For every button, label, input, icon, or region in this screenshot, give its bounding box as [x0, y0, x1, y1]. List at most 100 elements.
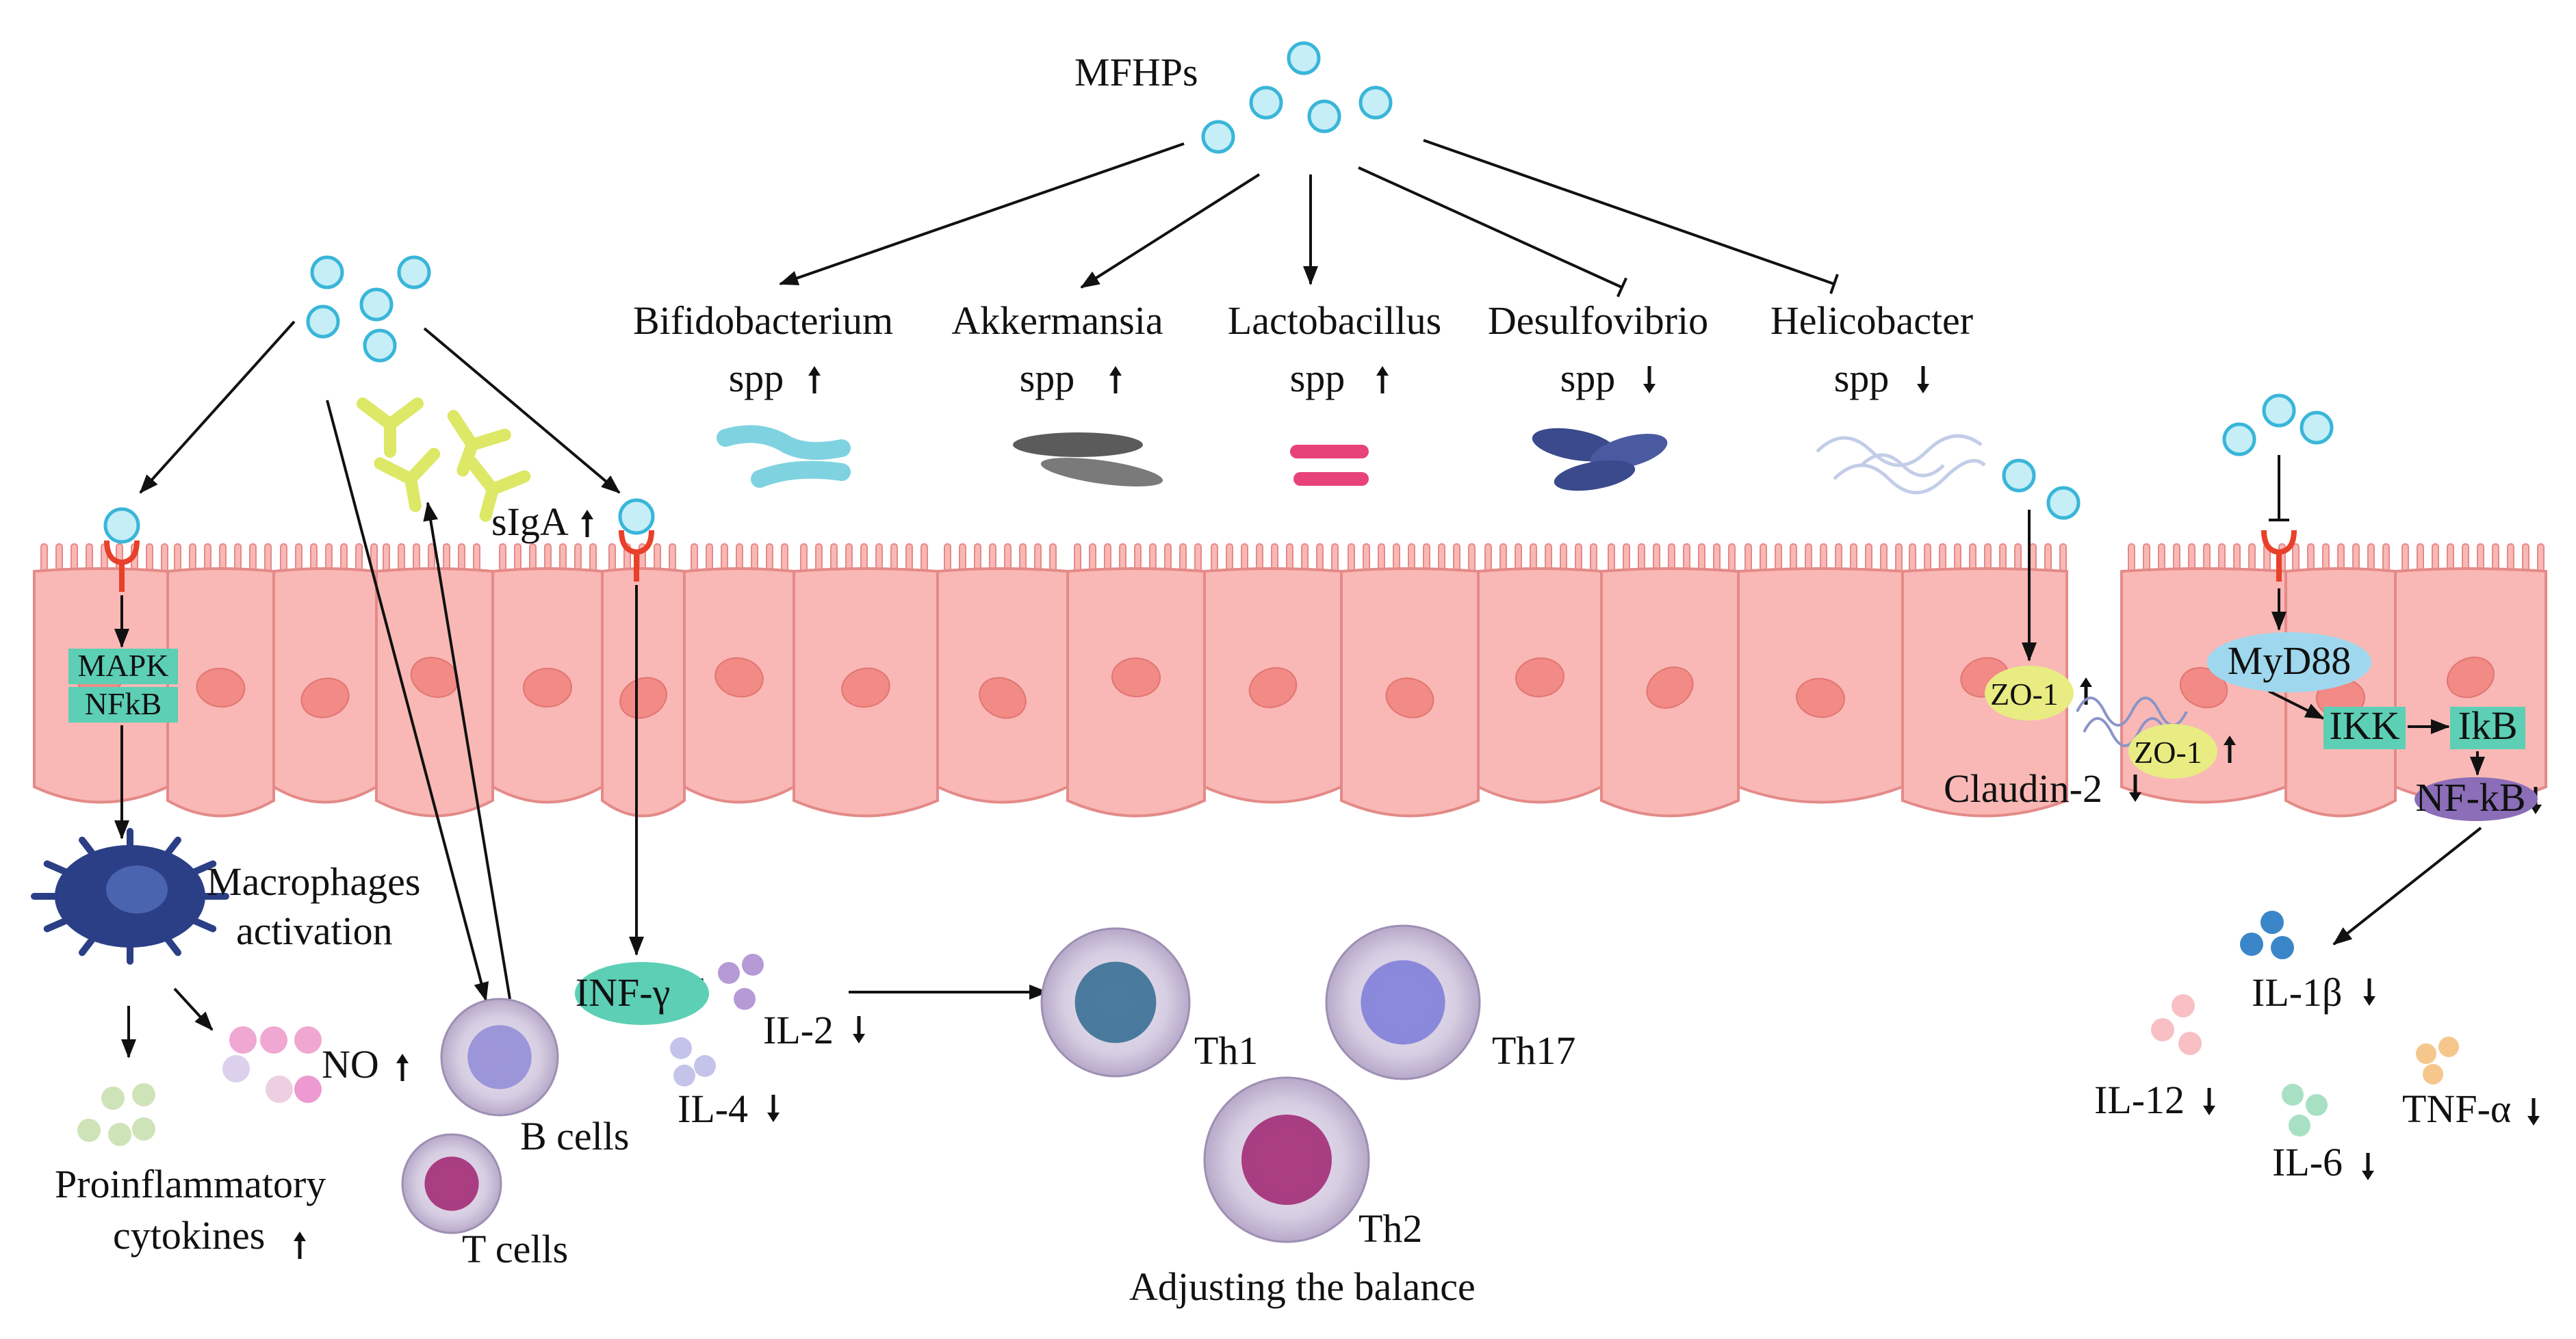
down-arrow-head [853, 1034, 865, 1043]
epithelial-cell [1203, 543, 1343, 804]
bacterium-rod [1013, 432, 1143, 457]
siga-antibody-icon [447, 410, 511, 477]
il2-molecule-icon [742, 954, 764, 976]
nucleus [1111, 657, 1161, 698]
nucleus [523, 667, 572, 708]
th2-label: Th2 [1358, 1206, 1422, 1251]
mfhp-particle [1287, 41, 1321, 75]
il2-molecule-icon [718, 962, 740, 984]
inhibit-helicobacter [1423, 139, 1839, 294]
receptor-icon-right [2261, 530, 2297, 582]
up-arrow-head [396, 1054, 409, 1063]
mfhp-particle [2222, 422, 2256, 456]
up-arrow-head [294, 1232, 306, 1241]
il6-molecule-icon [2289, 1115, 2310, 1136]
epithelial-cell [1901, 543, 2068, 818]
bacteria-name-helicobacter: Helicobacter [1770, 298, 1973, 343]
bacterium-spiral [1816, 434, 1983, 467]
il1b-label: IL-1β [2252, 970, 2343, 1015]
th2-cell-icon [1203, 1076, 1370, 1243]
spp-label-helicobacter: spp [1834, 356, 1890, 400]
myd88-label: MyD88 [2228, 638, 2351, 683]
antibody-shape [465, 456, 531, 522]
il2-label: IL-2 [763, 1008, 834, 1052]
b-cells-label: B cells [520, 1114, 629, 1158]
cytokine-molecule-icon [132, 1083, 155, 1106]
epithelial-cell [1737, 543, 1904, 804]
tight-junction-icon [2076, 697, 2188, 747]
mfhp-particle [1201, 120, 1235, 154]
ikk-box [2323, 707, 2406, 749]
tnfa-molecule-icon [2438, 1037, 2459, 1057]
epithelial-cell [1477, 543, 1603, 804]
cell-nucleus [424, 1156, 479, 1211]
arrow-to-no [173, 987, 214, 1031]
arrow-to-akkermansia [1080, 173, 1261, 289]
bacterium-spiral [1860, 453, 1945, 478]
bacterium-rod [751, 460, 851, 488]
cell-nucleus [1074, 961, 1157, 1043]
epithelium-layer [33, 543, 2547, 818]
bacterium-rod [717, 425, 851, 460]
macrophage-icon [31, 828, 229, 965]
il1b-down-arrow-icon [2363, 978, 2375, 1006]
down-arrow-head [2363, 996, 2375, 1006]
cell-nucleus [467, 1025, 532, 1089]
down-arrow-head [2362, 1171, 2374, 1180]
nucleus [714, 657, 764, 698]
down-arrow-head [1643, 384, 1656, 393]
helicobacter-icon [1816, 434, 1986, 495]
bacterium-rod [1293, 472, 1369, 486]
cell-nucleus [1241, 1115, 1332, 1205]
bacteria-name-akkermansia: Akkermansia [951, 298, 1163, 343]
il12-down-arrow-icon [2203, 1088, 2215, 1115]
mfhp-particle [306, 304, 340, 339]
down-arrow-icon [1643, 366, 1656, 393]
ikk-label: IKK [2329, 703, 2399, 748]
antibody-shape [374, 447, 441, 512]
up-arrow-head [1376, 366, 1389, 376]
pseudopod [79, 931, 99, 957]
nfkb-box [68, 687, 178, 723]
arrow-to-bifidobacterium [779, 142, 1185, 285]
myd88-ellipse [2207, 632, 2371, 692]
bacteria-name-desulfovibrio: Desulfovibrio [1488, 298, 1708, 343]
lactobacillus-icon [1290, 445, 1369, 486]
mfhp-particle [2002, 458, 2036, 493]
t-cells-label: T cells [462, 1227, 568, 1271]
nucleus [1515, 657, 1564, 698]
cell-nucleus [1361, 960, 1445, 1045]
epithelial-cell [375, 543, 494, 818]
up-arrow-icon [1376, 366, 1389, 393]
siga-label: sIgA [491, 499, 569, 544]
siga-antibody-icon [374, 447, 441, 512]
claudin-label: Claudin-2 [1944, 766, 2102, 811]
mfhp-particle [397, 255, 431, 289]
epithelial-cell [601, 543, 686, 818]
tnfa-molecule-icon [2416, 1043, 2436, 1064]
mfhps-title: MFHPs [1074, 50, 1198, 94]
il1b-molecule-icon [2240, 933, 2263, 956]
arrow-myd88-to-ikk [2268, 690, 2325, 720]
il12-molecule-icon [2178, 1032, 2202, 1055]
nfkb-label-right: NF-kB [2415, 775, 2525, 820]
junction-strand [2083, 717, 2167, 747]
th17-cell-icon [1325, 924, 1481, 1080]
mfhp-particle [2046, 486, 2081, 520]
epithelial-cell [1066, 543, 1206, 818]
nucleus [2447, 656, 2495, 699]
il12-molecule-icon [2172, 994, 2195, 1017]
cytokine-molecule-icon [101, 1087, 125, 1110]
b-cell-icon [440, 998, 559, 1117]
cytokines-up-arrow-icon [294, 1232, 306, 1259]
bacterium-rod [1040, 458, 1163, 486]
il4-molecule-icon [673, 1065, 695, 1087]
macrophage-label-line2: activation [236, 909, 393, 953]
siga-antibody-icon [357, 398, 424, 458]
nucleus [979, 677, 1027, 719]
arrow-to-left-receptor [139, 320, 296, 494]
pseudopod [161, 931, 181, 957]
mapk-label: MAPK [78, 648, 169, 683]
